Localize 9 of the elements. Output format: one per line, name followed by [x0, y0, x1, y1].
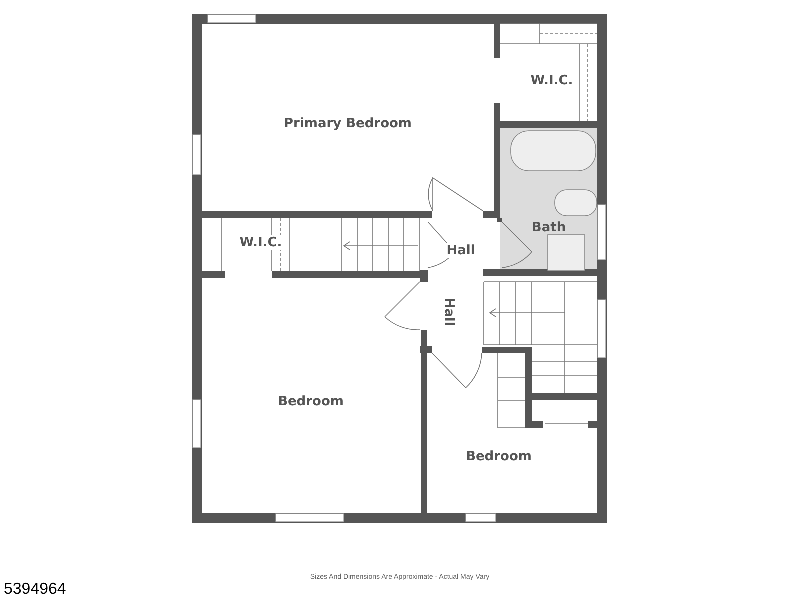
room-label: Primary Bedroom [284, 116, 412, 132]
room-label: Hall [442, 298, 456, 326]
room-label: Bedroom [466, 450, 532, 464]
room-label: Bath [532, 220, 566, 236]
room-label: W.I.C. [238, 236, 284, 250]
room-label: Hall [444, 244, 478, 258]
room-label: Bedroom [278, 394, 344, 410]
room-label: W.I.C. [530, 74, 574, 88]
listing-number: 5394964 [4, 581, 66, 599]
